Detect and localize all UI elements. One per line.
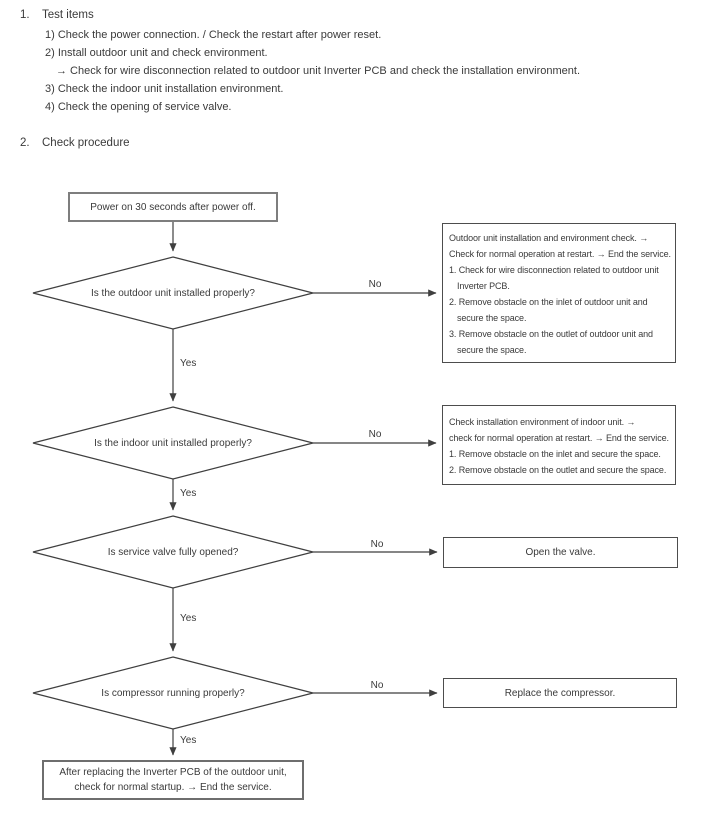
- no-label-3: No: [370, 539, 384, 550]
- test-item-2-note: → Check for wire disconnection related t…: [56, 65, 580, 77]
- yes-label-3: Yes: [180, 613, 197, 624]
- decision-diamond-shape: [32, 656, 314, 730]
- result-line: Check for normal operation at restart. →…: [449, 249, 671, 259]
- decision-diamond-shape: [32, 515, 314, 589]
- yes-label-2: Yes: [180, 488, 197, 499]
- decision-diamond-shape: [32, 256, 314, 330]
- test-item-1: 1) Check the power connection. / Check t…: [45, 29, 382, 41]
- result-line: 2. Remove obstacle on the outlet and sec…: [449, 465, 667, 475]
- decision-service-valve: Is service valve fully opened?: [107, 546, 239, 558]
- section-check-procedure-heading: 2. Check procedure: [20, 137, 130, 149]
- no-label-2: No: [368, 429, 382, 440]
- section-number: 2.: [20, 137, 30, 149]
- end-box: After replacing the Inverter PCB of the …: [42, 760, 304, 800]
- result-box-indoor-check: Check installation environment of indoor…: [442, 405, 676, 485]
- no-label-4: No: [370, 680, 384, 691]
- decision-compressor: Is compressor running properly?: [101, 687, 245, 699]
- section-title: Test items: [42, 9, 94, 21]
- result-box-replace-compressor: Replace the compressor.: [443, 678, 677, 708]
- section-title: Check procedure: [42, 137, 130, 149]
- test-item-2: 2) Install outdoor unit and check enviro…: [45, 47, 268, 59]
- result-line: 3. Remove obstacle on the outlet of outd…: [449, 329, 653, 339]
- no-label-1: No: [368, 279, 382, 290]
- result-line: Inverter PCB.: [457, 281, 510, 291]
- start-box: Power on 30 seconds after power off.: [68, 192, 278, 222]
- result-box-open-valve: Open the valve.: [443, 537, 678, 568]
- result-line: check for normal operation at restart. →…: [449, 433, 669, 443]
- test-item-4: 4) Check the opening of service valve.: [45, 101, 232, 113]
- decision-outdoor-unit: Is the outdoor unit installed properly?: [91, 287, 255, 299]
- decision-diamond-shape: [32, 406, 314, 480]
- section-test-items-heading: 1. Test items: [20, 9, 94, 21]
- result-box-outdoor-check: Outdoor unit installation and environmen…: [442, 223, 676, 363]
- result-line: secure the space.: [457, 313, 527, 323]
- result-line: Check installation environment of indoor…: [449, 417, 636, 427]
- yes-label-1: Yes: [180, 358, 197, 369]
- result-line: secure the space.: [457, 345, 527, 355]
- section-number: 1.: [20, 9, 30, 21]
- decision-indoor-unit: Is the indoor unit installed properly?: [94, 437, 252, 449]
- result-line: 1. Remove obstacle on the inlet and secu…: [449, 449, 661, 459]
- test-item-3: 3) Check the indoor unit installation en…: [45, 83, 284, 95]
- result-line: 1. Check for wire disconnection related …: [449, 265, 659, 275]
- yes-label-4: Yes: [180, 735, 197, 746]
- result-line: 2. Remove obstacle on the inlet of outdo…: [449, 297, 648, 307]
- result-line: Outdoor unit installation and environmen…: [449, 233, 649, 243]
